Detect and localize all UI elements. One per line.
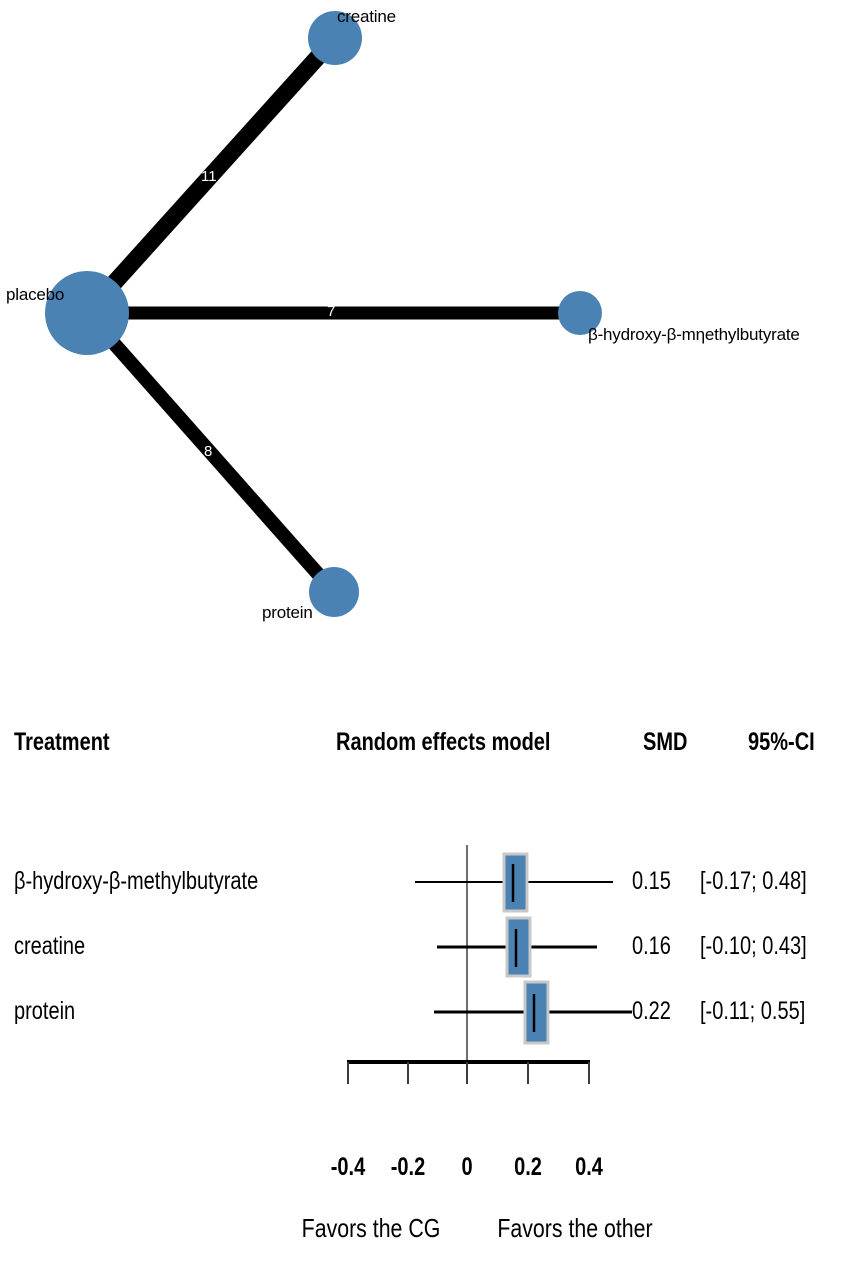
network-plot: placebo creatine β-hydroxy-β-mηethylbuty…: [6, 7, 800, 622]
forest-header-model: Random effects model: [336, 728, 551, 756]
forest-ci-hmb: [-0.17; 0.48]: [700, 867, 807, 895]
forest-header-treatment: Treatment: [14, 728, 110, 756]
forest-x-tick-label--0.2: -0.2: [390, 1153, 426, 1181]
node-hmb[interactable]: [558, 291, 602, 335]
node-protein[interactable]: [309, 567, 359, 617]
edge-label-placebo-protein: 8: [204, 443, 213, 460]
forest-ci-creatine: [-0.10; 0.43]: [700, 932, 807, 960]
forest-smd-creatine: 0.16: [632, 932, 671, 960]
node-label-placebo: placebo: [6, 285, 65, 304]
edge-placebo-protein: [81, 308, 340, 597]
forest-box-hmb: [502, 852, 529, 913]
forest-smd-protein: 0.22: [632, 997, 671, 1025]
forest-row-label-hmb: β-hydroxy-β-methylbutyrate: [14, 867, 259, 895]
edge-placebo-creatine: [80, 32, 342, 319]
forest-x-tick-label--0.4: -0.4: [330, 1153, 366, 1181]
edge-label-placebo-hmb: 7: [327, 303, 336, 320]
forest-box-protein: [523, 980, 550, 1045]
node-creatine[interactable]: [308, 11, 362, 65]
network-graph-svg: [45, 11, 602, 617]
forest-ci-protein: [-0.11; 0.55]: [700, 997, 806, 1025]
forest-smd-hmb: 0.15: [632, 867, 671, 895]
node-label-creatine: creatine: [337, 7, 396, 26]
forest-row-label-creatine: creatine: [14, 932, 86, 960]
node-placebo[interactable]: [45, 271, 129, 355]
forest-plot: Treatment Random effects model SMD 95%-C…: [0, 660, 850, 1275]
forest-header-smd: SMD: [643, 728, 688, 756]
node-label-protein: protein: [262, 603, 313, 622]
forest-x-tick-label-0.2: 0.2: [514, 1153, 542, 1181]
forest-favors-right-label: Favors the other: [497, 1213, 653, 1243]
forest-x-tick-label-0.4: 0.4: [575, 1153, 603, 1181]
forest-plot-svg: [347, 845, 632, 1084]
edge-label-placebo-creatine: 11: [201, 168, 217, 185]
forest-favors-left-label: Favors the CG: [301, 1213, 441, 1243]
forest-box-creatine: [505, 916, 532, 978]
node-label-hmb: β-hydroxy-β-mηethylbutyrate: [588, 325, 800, 344]
forest-row-label-protein: protein: [14, 997, 76, 1025]
forest-x-tick-label-0: 0: [461, 1153, 473, 1181]
forest-header-ci: 95%-CI: [748, 728, 815, 756]
